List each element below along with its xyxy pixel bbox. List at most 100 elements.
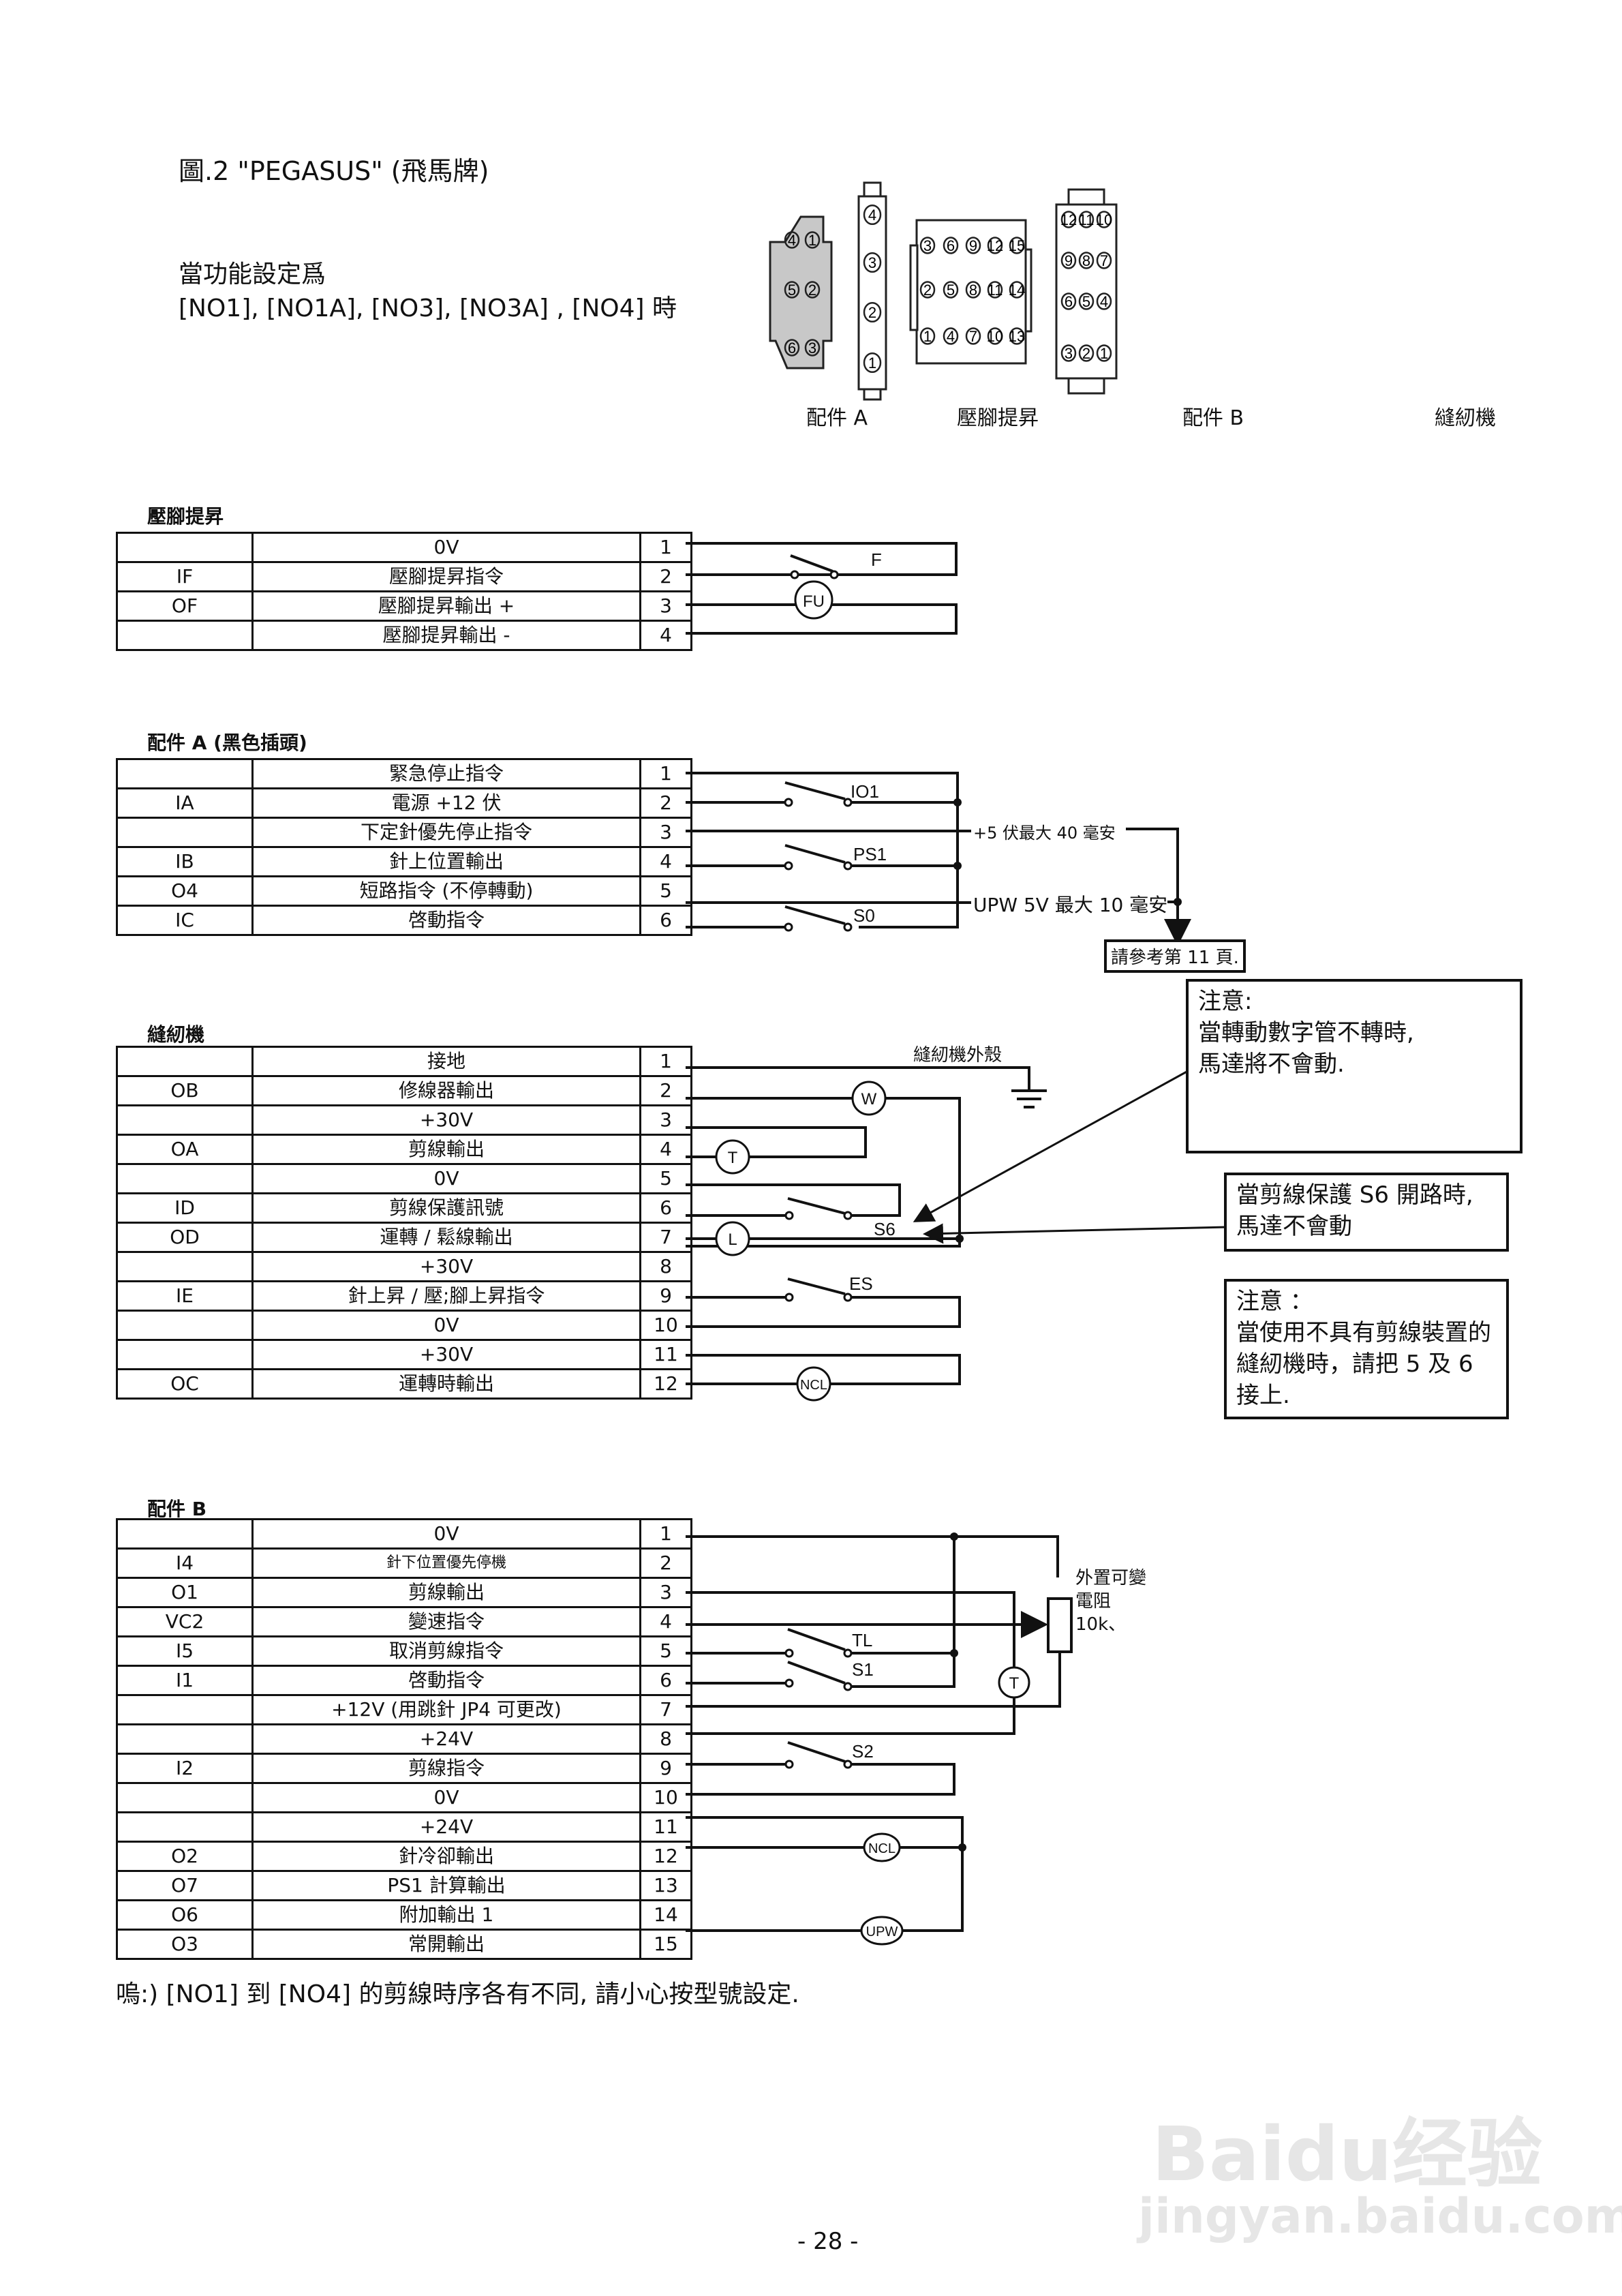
connector-pin xyxy=(1096,211,1112,228)
connector-pin xyxy=(1060,252,1077,269)
connector-pin xyxy=(1096,252,1112,269)
signal-code: I1 xyxy=(116,1665,254,1696)
switch-io1-label: IO1 xyxy=(851,781,879,802)
table-row: 壓腳提昇輸出 -4 xyxy=(116,620,692,651)
signal-description: +24V xyxy=(251,1723,641,1755)
connector-pin-number: 12 xyxy=(987,237,1003,254)
note3-line: 當使用不具有剪線裝置的 xyxy=(1236,1319,1491,1346)
switch-ps1-label: PS1 xyxy=(853,844,887,864)
note1-line: 馬達將不會動. xyxy=(1198,1051,1345,1078)
note3-line: 縫紉機時，請把 5 及 6 xyxy=(1236,1350,1473,1378)
pin-number: 7 xyxy=(639,1694,692,1725)
note3-heading: 注意 ： xyxy=(1236,1288,1313,1315)
variable-resistor-label: 外置可變 電阻 10k、 xyxy=(1075,1567,1146,1636)
switch-s6-label: S6 xyxy=(874,1219,896,1239)
signal-code: IE xyxy=(116,1280,254,1312)
signal-code: IA xyxy=(116,787,254,819)
signal-code: O2 xyxy=(116,1841,254,1872)
connector-pin-number: 10 xyxy=(987,328,1003,345)
note1-pointer xyxy=(913,1069,1190,1222)
page-reference-box: 請參考第 11 頁. xyxy=(1104,939,1246,973)
connector-pin-number: 4 xyxy=(868,207,876,224)
signal-code xyxy=(116,532,254,563)
switch-tl-label: TL xyxy=(852,1630,872,1650)
pin-number: 1 xyxy=(639,1518,692,1550)
connector-pin-number: 15 xyxy=(1009,237,1025,254)
note-s6-open: 當剪線保護 S6 開路時, 馬達不會動 xyxy=(1224,1173,1509,1252)
pin-number: 12 xyxy=(639,1841,692,1872)
connector-pin-number: 1 xyxy=(868,354,876,372)
connector-pin xyxy=(784,339,800,357)
connector-pin-number: 12 xyxy=(1060,211,1077,228)
signal-code xyxy=(116,817,254,848)
signal-code: IF xyxy=(116,561,254,592)
load-t-icon xyxy=(715,1139,750,1175)
load-t-label: T xyxy=(728,1149,738,1167)
load-upw-icon xyxy=(860,1916,904,1946)
load-ncl-icon xyxy=(796,1366,831,1402)
signal-code: IB xyxy=(116,846,254,877)
load-ncl-icon xyxy=(863,1832,901,1862)
watermark-url: jingyan.baidu.com xyxy=(1138,2188,1622,2244)
pin-number: 10 xyxy=(639,1310,692,1341)
presser-foot-wiring: F FU xyxy=(686,542,958,635)
connector-pin-number: 7 xyxy=(969,328,977,345)
variable-resistor-icon xyxy=(1047,1597,1073,1653)
signal-code xyxy=(116,1310,254,1341)
signal-description: 0V xyxy=(251,532,641,563)
connector-pin xyxy=(1078,292,1095,310)
pin-number: 4 xyxy=(639,1134,692,1165)
signal-description: 0V xyxy=(251,1518,641,1550)
signal-code: O3 xyxy=(116,1929,254,1960)
signal-code: OD xyxy=(116,1222,254,1253)
connector-pin-number: 1 xyxy=(923,328,932,345)
load-fu-icon xyxy=(794,580,833,620)
connector-label-part-b: 配件 B xyxy=(1182,406,1244,430)
connector-pin xyxy=(784,231,800,249)
connector-pin-number: 8 xyxy=(969,282,977,299)
signal-description: 壓腳提昇指令 xyxy=(251,561,641,592)
pin-number: 5 xyxy=(639,1635,692,1667)
signal-description: +30V xyxy=(251,1339,641,1370)
section-title-part-a: 配件 A (黑色插頭) xyxy=(147,731,307,754)
section-title-part-b: 配件 B xyxy=(147,1498,207,1520)
connector-pin-number: 7 xyxy=(1100,252,1108,269)
pin-number: 5 xyxy=(639,875,692,907)
connector-pin xyxy=(1060,344,1077,362)
pin-number: 4 xyxy=(639,620,692,651)
signal-description: 附加輸出 1 xyxy=(251,1899,641,1931)
signal-code: ID xyxy=(116,1192,254,1224)
signal-description: 取消剪線指令 xyxy=(251,1635,641,1667)
signal-description: 接地 xyxy=(251,1046,641,1077)
part-b-wiring: TL S1 T S2 NCL UPW xyxy=(686,1532,1073,1946)
connector-pin-number: 4 xyxy=(947,328,955,345)
load-t-label: T xyxy=(1009,1674,1020,1693)
connector-pin-number: 2 xyxy=(923,282,932,299)
connector-pin-number: 2 xyxy=(1082,345,1090,362)
connector-pin xyxy=(943,327,959,345)
connector-pin-number: 14 xyxy=(1009,282,1025,299)
connector-pin xyxy=(1096,344,1112,362)
signal-code xyxy=(116,620,254,651)
signal-description: 壓腳提昇輸出 + xyxy=(251,590,641,622)
signal-description: 0V xyxy=(251,1163,641,1194)
pin-number: 2 xyxy=(639,787,692,819)
